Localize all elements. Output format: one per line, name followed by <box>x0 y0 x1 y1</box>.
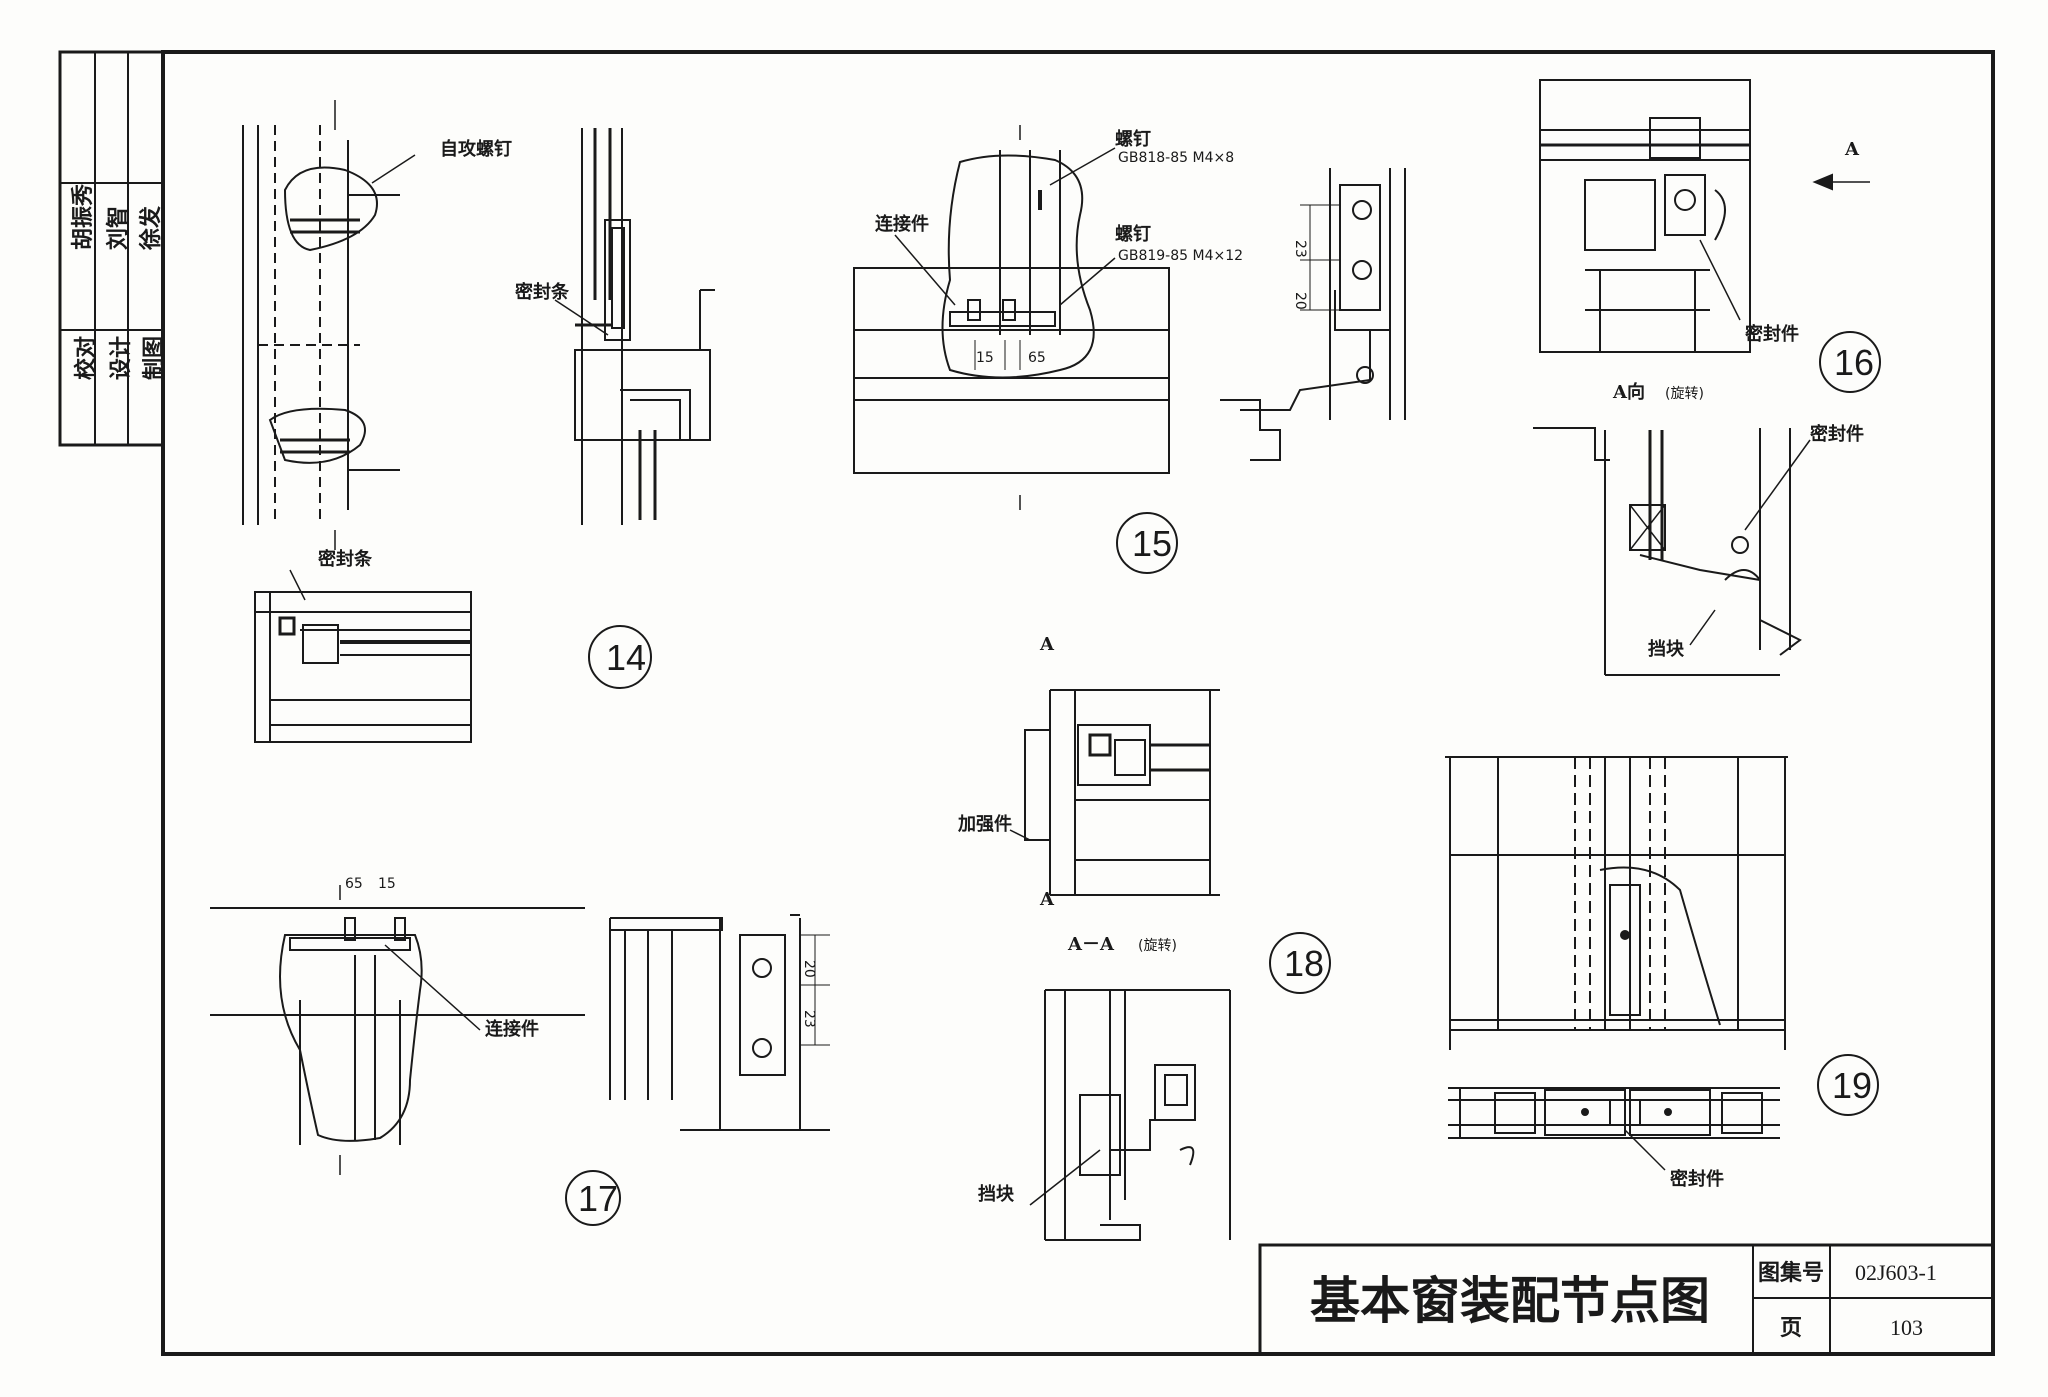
label-connector: 连接件 <box>875 213 929 235</box>
detail-number-15: 15 <box>1132 523 1172 564</box>
label-connector-d17: 连接件 <box>485 1018 539 1040</box>
label-section-a-bottom: A <box>1039 889 1055 910</box>
label-stop-block: 挡块 <box>1648 638 1685 660</box>
label-stop-block-d18: 挡块 <box>978 1183 1015 1205</box>
detail-17 <box>210 885 830 1226</box>
label-reinforcement: 加强件 <box>957 813 1012 835</box>
side-block <box>58 50 165 447</box>
dim-23-d15: 23 <box>1292 240 1308 258</box>
label-view-a: A向 <box>1612 381 1645 403</box>
label-seal-strip-2: 密封条 <box>318 548 373 570</box>
label-seal-strip: 密封条 <box>515 281 570 303</box>
page-label: 页 <box>1780 1315 1802 1341</box>
label-screw-1-spec: GB818-85 M4×8 <box>1118 150 1234 166</box>
dim-20-d17: 20 <box>801 960 817 978</box>
label-view-a-note: (旋转) <box>1665 386 1704 402</box>
detail-number-19: 19 <box>1832 1065 1872 1106</box>
detail-number-18: 18 <box>1284 943 1324 984</box>
sheet-border <box>161 50 1995 1356</box>
detail-18 <box>1009 689 1331 1241</box>
label-seal-1: 密封件 <box>1745 323 1799 345</box>
label-screw-1: 螺钉 <box>1115 128 1151 150</box>
dim-20-d15: 20 <box>1292 292 1308 310</box>
dim-15-d17: 15 <box>378 876 396 892</box>
dim-15-d15: 15 <box>976 350 994 366</box>
label-section-a-top: A <box>1039 634 1055 655</box>
side-signature-2: 徐发 <box>138 205 164 251</box>
side-signature-0: 胡振秀 <box>70 184 96 250</box>
label-seal-2: 密封件 <box>1810 423 1864 445</box>
label-self-tapping-screw: 自攻螺钉 <box>440 138 512 160</box>
detail-number-14: 14 <box>606 637 646 678</box>
title-block <box>1258 1243 1995 1356</box>
label-seal-d19: 密封件 <box>1670 1168 1724 1190</box>
side-role-0: 校对 <box>73 336 99 380</box>
dim-65-d15: 65 <box>1028 350 1046 366</box>
dim-65-d17: 65 <box>345 876 363 892</box>
side-role-2: 制图 <box>141 336 167 380</box>
side-role-1: 设计 <box>108 336 134 380</box>
drawing-title: 基本窗装配节点图 <box>1310 1271 1710 1330</box>
detail-15 <box>853 125 1406 574</box>
side-signature-1: 刘智 <box>105 206 131 250</box>
page-value: 103 <box>1890 1315 1923 1340</box>
detail-number-16: 16 <box>1834 342 1874 383</box>
detail-16 <box>1533 79 1881 676</box>
label-section-aa-note: (旋转) <box>1138 938 1177 954</box>
label-screw-2: 螺钉 <box>1115 223 1151 245</box>
atlas-value: 02J603-1 <box>1855 1260 1937 1285</box>
label-screw-2-spec: GB819-85 M4×12 <box>1118 248 1243 264</box>
label-section-aa: A－A <box>1067 934 1115 955</box>
detail-number-17: 17 <box>578 1178 618 1219</box>
atlas-label: 图集号 <box>1758 1260 1824 1286</box>
dim-23-d17: 23 <box>801 1010 817 1028</box>
label-view-arrow-a: A <box>1844 139 1860 160</box>
detail-14 <box>242 100 715 743</box>
detail-19 <box>1445 756 1879 1171</box>
